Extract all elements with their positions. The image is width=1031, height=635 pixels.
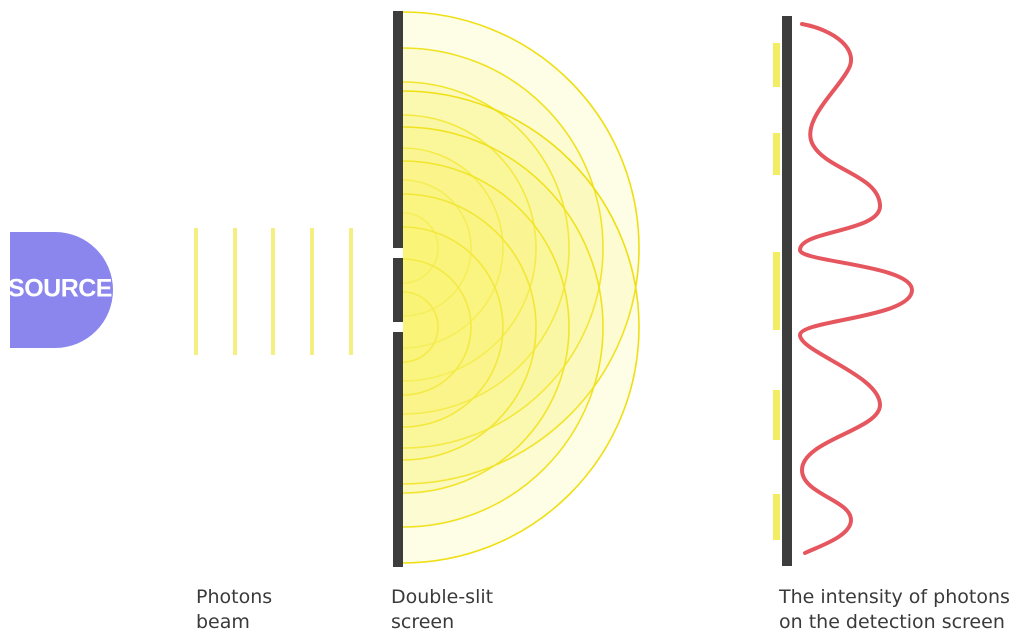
wavefront-circle [403,258,472,396]
fringe-mark [773,133,780,175]
intensity-curve [798,22,914,555]
wavefront-circle [403,291,439,363]
double-slit-screen [393,11,403,567]
fringe-mark [773,494,780,540]
caption-photons-beam: Photons beam [196,585,272,635]
wavefront-circle [403,147,504,349]
caption-detection-intensity: The intensity of photons on the detectio… [779,585,1010,635]
caption-line: on the detection screen [779,611,1005,633]
source-label: SOURCE [8,275,112,303]
barrier-middle-segment [393,258,403,322]
barrier-top-segment [393,11,403,248]
detection-screen-bar [782,16,792,566]
wavefront-circle [403,226,504,428]
slit-lower-waves [403,90,640,564]
fringe-mark [773,252,780,330]
wavefront-circle [403,81,570,415]
caption-line: beam [196,611,250,633]
caption-line: screen [391,611,455,633]
wavefront-circle [403,11,640,485]
caption-line: The intensity of photons [779,586,1010,608]
photons-beam-lines [194,228,353,355]
barrier-bottom-segment [393,332,403,567]
caption-line: Photons [196,586,273,608]
wavefront-circle [403,47,604,449]
fringe-mark [773,43,780,87]
wavefront-circle [403,160,570,494]
fringe-mark [773,390,780,440]
detection-screen [773,16,792,566]
wavefront-circle [403,90,640,564]
source-emitter-icon [10,232,113,348]
bright-fringes [773,43,780,540]
source-emitter: SOURCE [8,232,113,348]
caption-line: Double-slit [391,586,494,608]
interference-waves [403,11,640,564]
wavefront-circle [403,193,537,461]
wavefront-circle [403,126,604,528]
caption-double-slit-screen: Double-slit screen [391,585,493,635]
